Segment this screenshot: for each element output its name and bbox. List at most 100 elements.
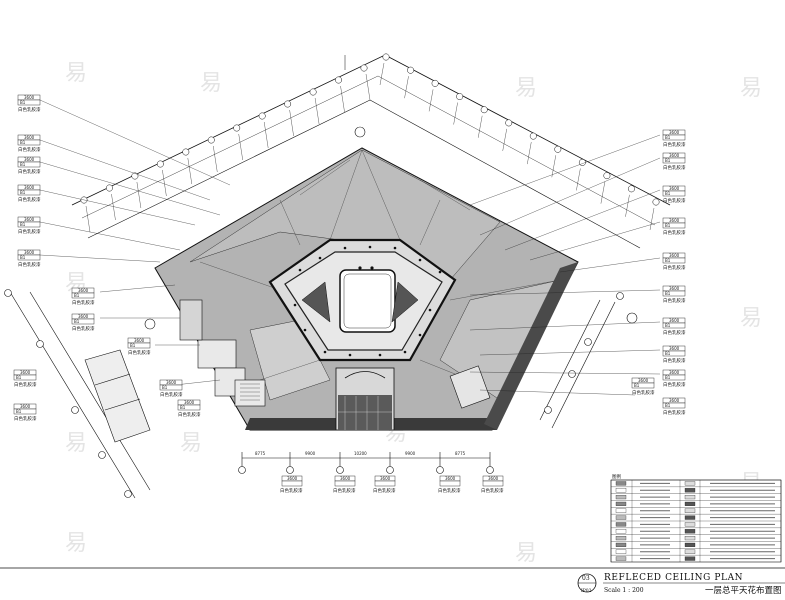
nw-axis-bubble [106, 184, 113, 192]
west-stair [240, 383, 260, 401]
ne-axis-bubble [603, 172, 611, 180]
ne-axis-tick [600, 181, 606, 204]
tag-code-text: B1 [665, 258, 671, 263]
ne-axis-bubble [578, 159, 586, 166]
tag-height-text: 3600 [669, 253, 680, 258]
tag-finish-text: 白色乳胶漆 [663, 197, 686, 204]
tag-finish-text: 白色乳胶漆 [18, 168, 41, 175]
tag-code-box [631, 382, 655, 389]
tag-code-box [374, 480, 396, 487]
tag-code-box [13, 408, 37, 415]
tag-finish-text: 白色乳胶漆 [373, 487, 396, 494]
tag-code-text: B1 [665, 291, 671, 296]
south-axis-bubbles [238, 466, 494, 474]
right-section-marker [626, 312, 638, 324]
tag-code-text: B1 [665, 351, 671, 356]
tag-code-box [17, 221, 41, 228]
nw-axis-tick [136, 181, 142, 209]
tag-height-text: 3600 [669, 153, 680, 158]
legend-symbol [615, 529, 627, 534]
building-plan [144, 126, 638, 431]
west-service-core [179, 299, 266, 407]
tag-code-text: B1 [665, 223, 671, 228]
nw-axis-bubble [335, 76, 342, 84]
tag-code-box [127, 342, 151, 349]
leader-lines [39, 99, 661, 396]
tag-height-text: 3600 [669, 398, 680, 403]
ceiling-grid-lines [199, 149, 561, 381]
tag-finish-text: 白色乳胶漆 [663, 141, 686, 148]
tag-finish-text: 白色乳胶漆 [663, 264, 686, 271]
tag-finish-text: 白色乳胶漆 [663, 297, 686, 304]
tag-finish-text: 白色乳胶漆 [280, 487, 303, 494]
ne-axis-bubbles [379, 53, 660, 231]
tag-code-box [334, 480, 356, 487]
tag-finish-text: 白色乳胶漆 [632, 389, 655, 396]
ne-axis-bubble [505, 119, 513, 127]
tag-code-box [662, 402, 686, 409]
tag-finish-text: 白色乳胶漆 [18, 106, 41, 113]
tag-code-box [71, 292, 95, 299]
tag-finish-text: 白色乳胶漆 [481, 487, 504, 494]
tag-finish-text: 白色乳胶漆 [663, 357, 686, 364]
ne-axis-bubble [480, 106, 488, 114]
tag-height-text: 3600 [287, 476, 298, 481]
tag-height-text: 3600 [669, 286, 680, 291]
tag-height-text: 3600 [669, 346, 680, 351]
legend-symbol [615, 501, 627, 506]
watermark-glyph: 易 [515, 76, 537, 101]
tag-code-box [17, 139, 41, 146]
tag-height-text: 3600 [669, 318, 680, 323]
tag-height-text: 3600 [638, 378, 649, 383]
tag-code-box [17, 189, 41, 196]
tag-code-box [13, 374, 37, 381]
tag-finish-text: 白色乳胶漆 [663, 164, 686, 171]
nw-axis-tick [264, 121, 269, 149]
nw-axis-tick [187, 157, 192, 185]
ne-axis-bubble [456, 93, 464, 100]
ne-axis-tick [649, 207, 655, 231]
tag-height-text: 3600 [184, 400, 195, 405]
east-dimension-line [539, 299, 616, 429]
legend-symbol [615, 495, 627, 500]
tag-finish-text: 白色乳胶漆 [160, 391, 183, 398]
tag-finish-text: 白色乳胶漆 [663, 409, 686, 416]
tag-code-text: B1 [74, 293, 80, 298]
tag-finish-text: 白色乳胶漆 [663, 329, 686, 336]
ne-axis-bubble [431, 79, 439, 87]
ne-axis-tick [428, 89, 434, 112]
nw-axis-tick [365, 73, 371, 101]
tag-code-box [159, 384, 183, 391]
legend-symbol [615, 508, 627, 513]
east-facade-band [484, 262, 578, 430]
tag-height-text: 3600 [78, 314, 89, 319]
tag-height-text: 3600 [24, 95, 35, 100]
legend-symbol-2 [684, 536, 696, 541]
tag-finish-text: 白色乳胶漆 [333, 487, 356, 494]
ne-axis-bubble [628, 185, 635, 193]
ne-grid-axes [369, 54, 671, 249]
tag-code-text: B1 [665, 323, 671, 328]
tag-height-text: 3600 [78, 288, 89, 293]
ne-axis-tick [625, 194, 630, 217]
tag-code-box [662, 350, 686, 357]
nw-axis-tick [340, 85, 345, 113]
tag-code-box [662, 157, 686, 164]
legend-symbol-2 [684, 542, 696, 547]
legend-symbol-2 [684, 529, 696, 534]
tag-finish-text: 白色乳胶漆 [438, 487, 461, 494]
ne-axis-tick [453, 102, 458, 125]
tag-finish-text: 白色乳胶漆 [663, 381, 686, 388]
tag-height-text: 3600 [669, 370, 680, 375]
ne-axis-tick [551, 155, 556, 178]
